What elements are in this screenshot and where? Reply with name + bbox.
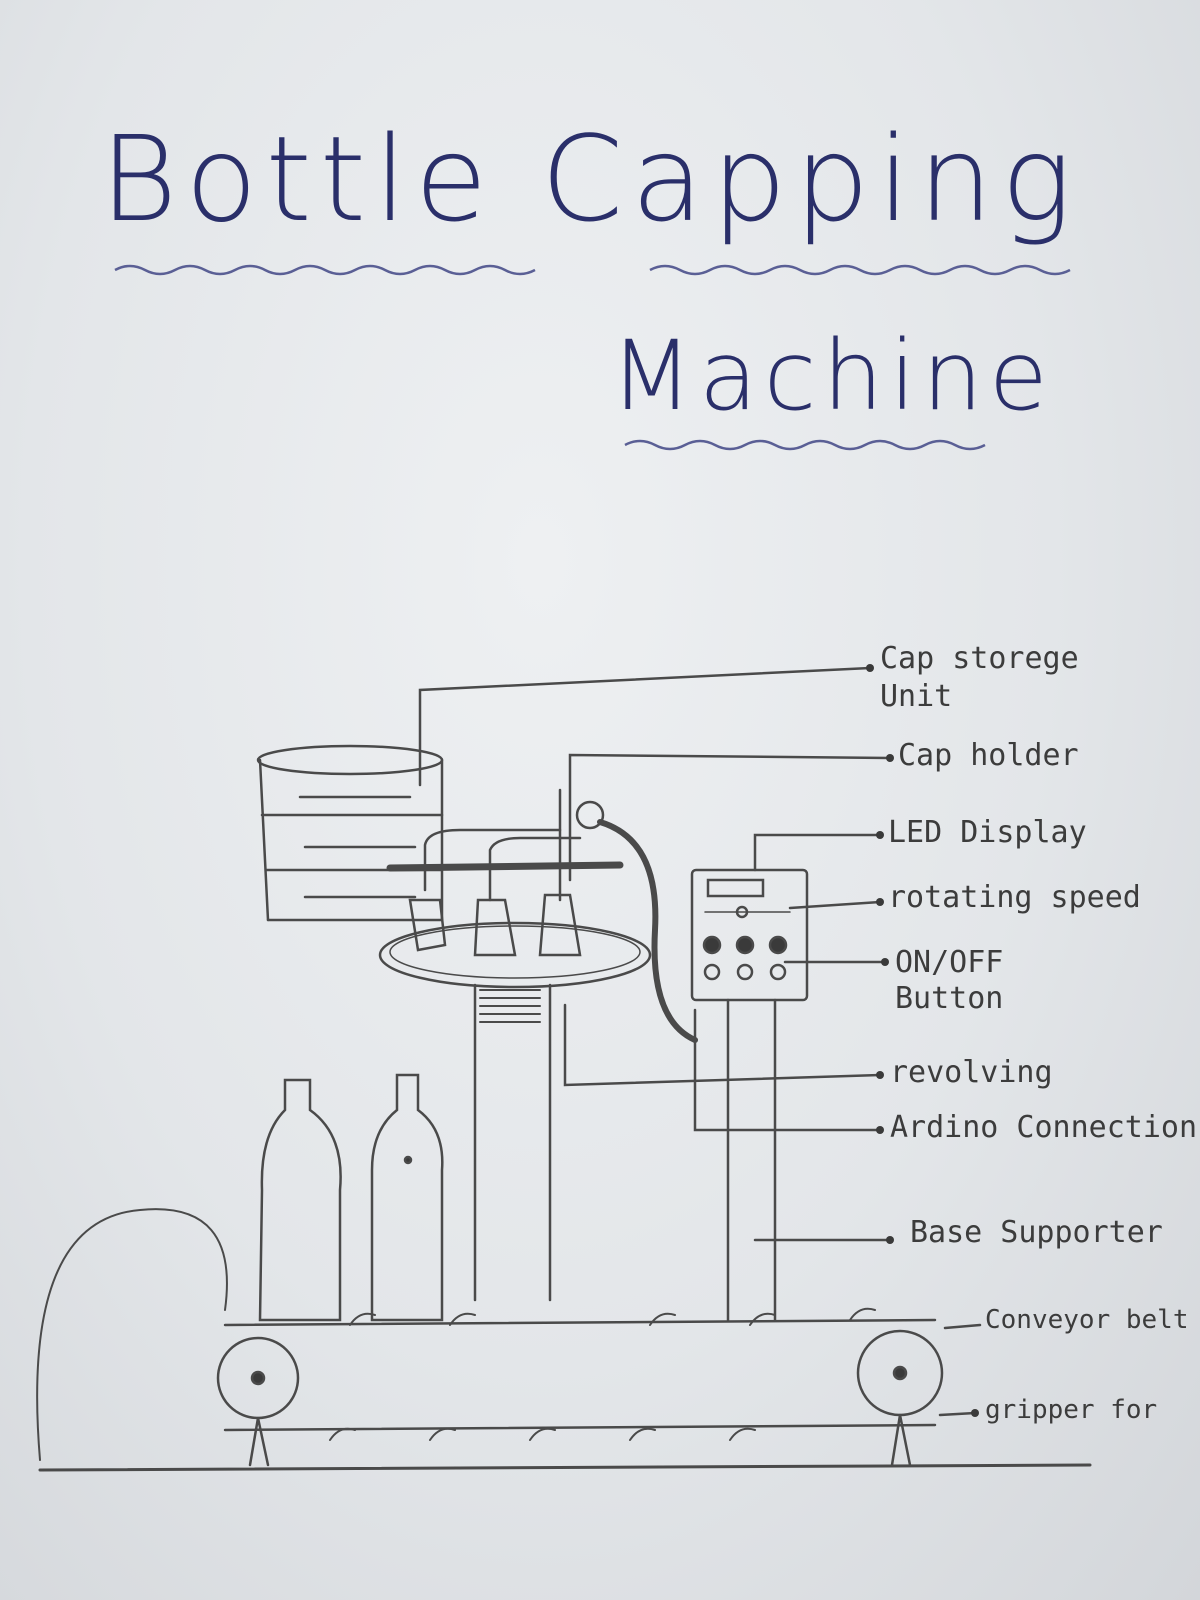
label-conveyor-belt: Conveyor belt [985, 1305, 1189, 1335]
label-rotating-speed: rotating speed [888, 880, 1141, 915]
leader-gripper [938, 1411, 977, 1417]
bottles [258, 1073, 444, 1322]
title-line-2: Machine [610, 320, 1054, 432]
label-revolving: revolving [890, 1055, 1053, 1090]
label-cap-storage-unit: Cap storege Unit [880, 641, 1079, 714]
leader-cap-holder [568, 753, 892, 882]
underline-machine [624, 439, 986, 451]
label-base-supporter: Base Supporter [910, 1215, 1163, 1250]
title-underlines [114, 264, 1071, 451]
label-gripper: gripper for [985, 1395, 1158, 1425]
leader-conveyor [943, 1323, 982, 1330]
label-led-display: LED Display [888, 815, 1087, 850]
label-on-off-button: ON/OFF Button [895, 945, 1004, 1016]
label-arduino-connection: Ardino Connection [890, 1110, 1198, 1145]
title-line-1: Bottle Capping [100, 110, 1080, 248]
underline-bottle [114, 264, 536, 276]
underline-capping [649, 264, 1071, 276]
leader-cap-storage [418, 666, 872, 787]
leader-rotating-speed [788, 900, 882, 910]
cap-holder-assembly [378, 788, 698, 1302]
cap-storage-unit [256, 744, 444, 922]
base-supporter [726, 998, 777, 1322]
leader-led-display [753, 833, 882, 872]
leader-dots [866, 664, 979, 1417]
leader-revolving [563, 1003, 882, 1087]
leader-lines [418, 666, 982, 1417]
leader-arduino [693, 1008, 882, 1132]
conveyor-belt [36, 1208, 1092, 1472]
label-cap-holder: Cap holder [898, 738, 1079, 773]
controller-box [690, 868, 809, 1002]
